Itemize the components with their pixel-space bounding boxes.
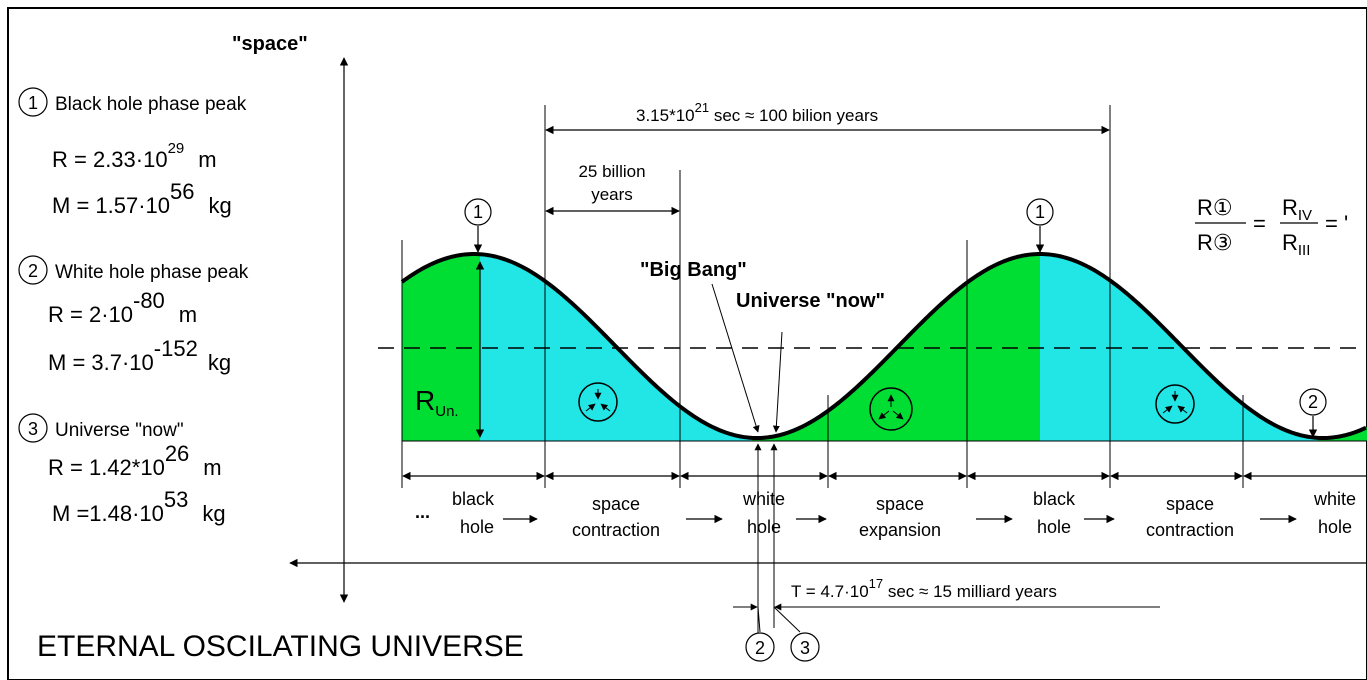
period-label: 3.15*1021 sec ≈ 100 bilion years [636,100,878,125]
svg-text:R③: R③ [1197,230,1233,255]
phase-dividers [401,105,1244,488]
phase-label-5b: hole [1037,517,1071,537]
marker-universe-now: 3 [790,632,820,662]
ratio-formula: R① R③ = RIV RIII = ' [1195,195,1348,259]
svg-text:2: 2 [28,261,38,281]
phase-label-3b: hole [747,517,781,537]
phase-labels: ... black hole space contraction white h… [415,489,1356,540]
svg-text:= ': = ' [1325,211,1348,236]
phase-prefix: ... [415,502,430,522]
marker-2-leader [757,606,761,633]
svg-text:=: = [1253,211,1266,236]
svg-text:Black hole phase peak: Black hole phase peak [55,94,247,115]
phase-fill-3 [752,254,1040,441]
svg-text:RIII: RIII [1282,230,1310,259]
svg-text:1: 1 [1035,202,1045,222]
svg-text:RIV: RIV [1282,195,1312,224]
phase-label-1b: hole [460,517,494,537]
svg-text:White hole phase peak: White hole phase peak [55,262,249,283]
phase-label-4: space [876,494,924,514]
diagram-border [7,7,1367,680]
diagram-title: ETERNAL OSCILATING UNIVERSE [37,630,524,663]
phase-label-1: black [452,489,495,509]
svg-text:R = 1.42*1026m: R = 1.42*1026m [48,441,222,480]
big-bang-pointer [711,283,760,433]
universe-now-label: Universe "now" [736,290,885,312]
t-label: T = 4.7·1017 sec ≈ 15 milliard years [791,576,1057,601]
legend-entry-2: 2 White hole phase peak R = 2·10-80m M =… [18,255,249,375]
marker-black-hole-peak: 1 [464,198,492,253]
svg-text:M =1.48·1053kg: M =1.48·1053kg [52,487,226,526]
big-bang-label: "Big Bang" [640,259,747,281]
marker-white-hole-peak: 2 [745,632,775,662]
svg-text:3: 3 [28,419,38,439]
svg-text:R①: R① [1197,195,1233,220]
phase-label-4b: expansion [859,520,941,540]
universe-now-pointer [772,331,783,433]
svg-text:1: 1 [28,93,38,113]
expansion-icon [869,387,913,431]
svg-text:1: 1 [473,202,483,222]
phase-label-3: white [742,489,785,509]
radius-label: RUn. [415,385,459,420]
phase-label-6b: contraction [1146,520,1234,540]
phase-label-5: black [1033,489,1076,509]
phase-label-6: space [1166,494,1214,514]
marker-white-hole-peak: 2 [1299,388,1327,438]
phase-label-7b: hole [1318,517,1352,537]
svg-text:2: 2 [755,638,765,658]
marker-3-leader [773,606,801,633]
svg-text:M = 3.7·10-152kg: M = 3.7·10-152kg [48,336,231,375]
svg-text:M = 1.57·1056kg: M = 1.57·1056kg [52,179,232,218]
phase-label-2b: contraction [572,520,660,540]
contraction-icon [578,382,618,422]
svg-text:Universe "now": Universe "now" [55,420,184,441]
phase-label-7: white [1313,489,1356,509]
span-label-line1: 25 billion [578,162,645,181]
phase-label-2: space [592,494,640,514]
svg-text:3: 3 [800,638,810,658]
contraction-icon [1155,384,1195,424]
marker-black-hole-peak: 1 [1026,198,1054,253]
span-label-line2: years [591,185,633,204]
phase-fill-5 [1318,427,1367,441]
legend-entry-3: 3 Universe "now" R = 1.42*1026m M =1.48·… [18,413,226,526]
svg-text:2: 2 [1308,392,1318,412]
y-axis-label: "space" [232,33,308,55]
svg-text:R = 2·10-80m: R = 2·10-80m [48,288,197,327]
oscillation-curve [400,251,1367,440]
